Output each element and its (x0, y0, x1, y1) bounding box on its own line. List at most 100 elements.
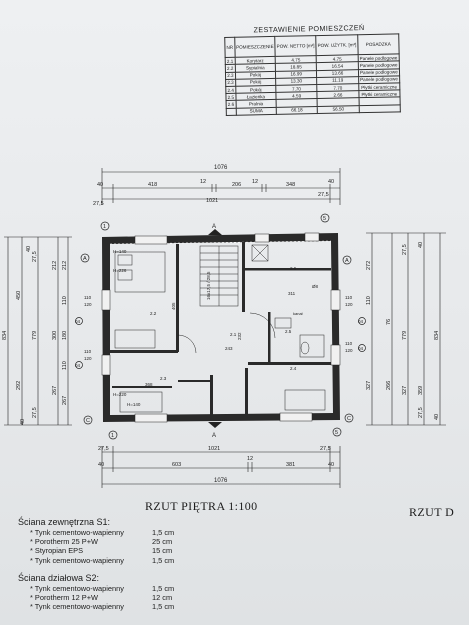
cell (226, 107, 237, 116)
dim-r40-bottom: 40 (434, 414, 440, 420)
room-2-3: 2.3 (160, 376, 167, 381)
dim-381: 381 (286, 462, 295, 468)
axis-a-left: A (83, 256, 87, 262)
dim-l212b: 212 (62, 261, 68, 270)
section-mark-top: A (212, 224, 216, 230)
sum-netto: 66.18 (276, 106, 318, 115)
dim-120-l1: 120 (84, 302, 92, 307)
dim-1021-bottom: 1021 (208, 446, 220, 452)
walls (101, 232, 341, 423)
stair-label: 16x17,5 / 28,5 (206, 271, 211, 300)
inner-dim-368: 368 (145, 382, 153, 387)
dim-l110b: 110 (62, 361, 68, 370)
dim-120-r2: 120 (345, 348, 353, 353)
dim-r275-top: 27,5 (402, 244, 408, 255)
dim-40-bl: 40 (98, 462, 104, 468)
left-dimension-lines (4, 236, 72, 426)
dim-110-l1: 110 (84, 295, 92, 300)
dim-r76: 76 (386, 319, 392, 325)
dim-l779: 779 (32, 331, 38, 340)
dim-275-right: 27,5 (318, 192, 329, 198)
wall-spec-s2: Ściana działowa S2: * Tynk cementowo-wap… (18, 573, 192, 612)
room-2-4: 2.4 (290, 366, 297, 371)
room-schedule-table: NR POMIESZCZENIE POW. NETTO [m²] POW. UŻ… (224, 33, 401, 116)
dim-l275-top: 27,5 (32, 251, 38, 262)
floor-plan: 1076 40 418 12 206 12 348 40 27,5 1021 2… (2, 165, 446, 488)
wall-spec-s1-title: Ściana zewnętrzna S1: (18, 517, 111, 527)
dim-r834: 834 (434, 331, 440, 340)
dim-r327: 327 (366, 381, 372, 390)
plan-caption-cut: RZUT D (409, 505, 455, 519)
dim-r327b: 327 (402, 386, 408, 395)
axis-04-right-b: 04 (358, 346, 364, 351)
dim-l834: 834 (2, 331, 8, 340)
col-uzytk: POW. UŻYTK. [m²] (315, 34, 359, 56)
axis-1-top: 1 (103, 224, 106, 230)
dim-l40-bottom: 40 (20, 419, 26, 425)
col-netto: POW. NETTO [m²] (274, 35, 317, 57)
dim-12b: 12 (252, 179, 258, 185)
axis-1-bottom: 1 (111, 433, 114, 439)
section-mark-bottom: A (212, 433, 216, 439)
room-2-5: 2.5 (285, 329, 292, 334)
axis-04-left-b: 04 (75, 363, 81, 368)
dim-r40-top: 40 (418, 242, 424, 248)
dim-12a: 12 (200, 179, 206, 185)
dim-l292: 292 (16, 381, 22, 390)
dim-l180: 180 (62, 331, 68, 340)
stairs (199, 245, 239, 307)
room-2-1: 2.1 (230, 332, 237, 337)
cell (359, 104, 401, 113)
plan-caption: RZUT PIĘTRA 1:100 (145, 499, 258, 513)
col-nr: NR (224, 37, 235, 58)
dim-40-br: 40 (328, 462, 334, 468)
axis-a-right: A (345, 258, 349, 264)
axis-c-right: C (347, 416, 351, 422)
wall-spec-s2-title: Ściana działowa S2: (18, 573, 100, 583)
inner-dim-243: 243 (225, 346, 233, 351)
dim-110-l2: 110 (84, 349, 92, 354)
label-h140-top: H=140 (113, 249, 127, 254)
label-h220: H=220 (113, 392, 127, 397)
dim-r272: 272 (366, 261, 372, 270)
dim-120-r1: 120 (345, 302, 353, 307)
dim-418: 418 (148, 182, 157, 188)
dim-40-right: 40 (328, 179, 334, 185)
sum-uzytk: 56.50 (317, 105, 360, 114)
dim-l40-top: 40 (26, 246, 32, 252)
dim-overall-top: 1076 (214, 165, 228, 171)
vent-label: Ø8 (312, 284, 319, 289)
dim-12-bottom: 12 (247, 456, 253, 462)
dim-40-left: 40 (97, 182, 103, 188)
inner-dim-232: 232 (237, 332, 242, 340)
dim-r110: 110 (366, 296, 372, 305)
bottom-dimension-lines (101, 446, 341, 488)
sum-label: SUMA (235, 106, 277, 115)
dim-110-r2: 110 (345, 341, 353, 346)
dim-l110: 110 (62, 296, 68, 305)
col-room: POMIESZCZENIE (234, 36, 276, 58)
dim-r779: 779 (402, 331, 408, 340)
axis-04-left: 04 (75, 319, 81, 324)
room-schedule: ZESTAWIENIE POMIESZCZEŃ NR POMIESZCZENIE… (224, 22, 401, 116)
room-2-2: 2.2 (150, 311, 157, 316)
dim-overall-bottom: 1076 (214, 478, 228, 484)
dim-l267: 267 (52, 386, 58, 395)
inner-dim-405: 405 (171, 302, 176, 310)
section-marks: A A (208, 224, 222, 439)
dim-275-br: 27,5 (320, 446, 331, 452)
axis-04-right: 04 (358, 319, 364, 324)
dim-r266: 266 (386, 381, 392, 390)
dim-275-left: 27,5 (93, 201, 104, 207)
axis-5-top: 5 (323, 216, 326, 222)
dim-l300: 300 (52, 331, 58, 340)
axis-5-bottom: 5 (335, 430, 338, 436)
